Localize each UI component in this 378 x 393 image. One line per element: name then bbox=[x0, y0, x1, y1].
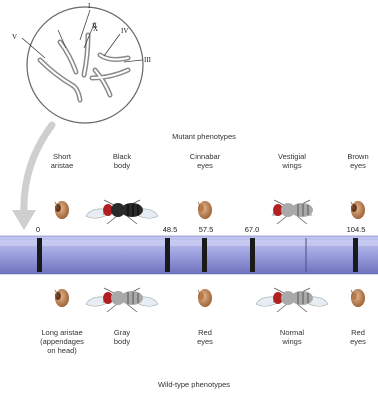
wild-glyphs bbox=[55, 288, 365, 312]
mutant-label-0: Short aristae bbox=[51, 152, 74, 170]
wild-label-0: Long aristae (appendages on head) bbox=[40, 328, 84, 355]
wild-label-2: Red eyes bbox=[197, 328, 213, 346]
band-2 bbox=[202, 238, 207, 272]
mutant-label-4: Brown eyes bbox=[347, 152, 368, 170]
chromosome-label-x-text: X bbox=[93, 25, 98, 33]
mutant-glyphs bbox=[55, 200, 365, 224]
wild-glyph-0 bbox=[55, 289, 69, 307]
locus-position-4: 104.5 bbox=[347, 225, 366, 234]
zoom-arrow bbox=[24, 125, 52, 215]
chromosome-label-4: IV bbox=[121, 27, 128, 35]
wild-glyph-3 bbox=[256, 288, 328, 312]
chromosome-bar bbox=[0, 236, 378, 274]
mutant-glyph-0 bbox=[55, 201, 69, 219]
mutant-glyph-1 bbox=[86, 200, 158, 224]
locus-position-1: 48.5 bbox=[163, 225, 178, 234]
wild-glyph-2 bbox=[198, 289, 212, 307]
band-1 bbox=[165, 238, 170, 272]
mutant-glyph-3 bbox=[272, 200, 313, 224]
band-faint bbox=[305, 238, 307, 272]
locus-position-3: 67.0 bbox=[245, 225, 260, 234]
wild-label-1: Gray body bbox=[114, 328, 130, 346]
chromosome-label-1: I bbox=[88, 2, 90, 10]
locus-position-2: 57.5 bbox=[199, 225, 214, 234]
mutant-glyph-2 bbox=[198, 201, 212, 219]
wild-glyph-1 bbox=[86, 288, 158, 312]
mutant-label-2: Cinnabar eyes bbox=[190, 152, 220, 170]
zoom-arrowhead bbox=[12, 210, 36, 230]
locus-position-0: 0 bbox=[36, 225, 40, 234]
band-4 bbox=[353, 238, 358, 272]
band-0 bbox=[37, 238, 42, 272]
wild-heading: Wild-type phenotypes bbox=[158, 380, 230, 389]
wild-label-3: Normal wings bbox=[280, 328, 304, 346]
chromosome-label-3: III bbox=[144, 56, 151, 64]
cell-nucleus bbox=[22, 7, 143, 123]
wild-label-4: Red eyes bbox=[350, 328, 366, 346]
mutant-label-1: Black body bbox=[113, 152, 131, 170]
band-3 bbox=[250, 238, 255, 272]
mutant-heading: Mutant phenotypes bbox=[172, 132, 236, 141]
mutant-label-3: Vestigial wings bbox=[278, 152, 306, 170]
mutant-glyph-4 bbox=[351, 201, 365, 219]
wild-glyph-4 bbox=[351, 289, 365, 307]
chromosome-label-5: V bbox=[12, 33, 17, 41]
